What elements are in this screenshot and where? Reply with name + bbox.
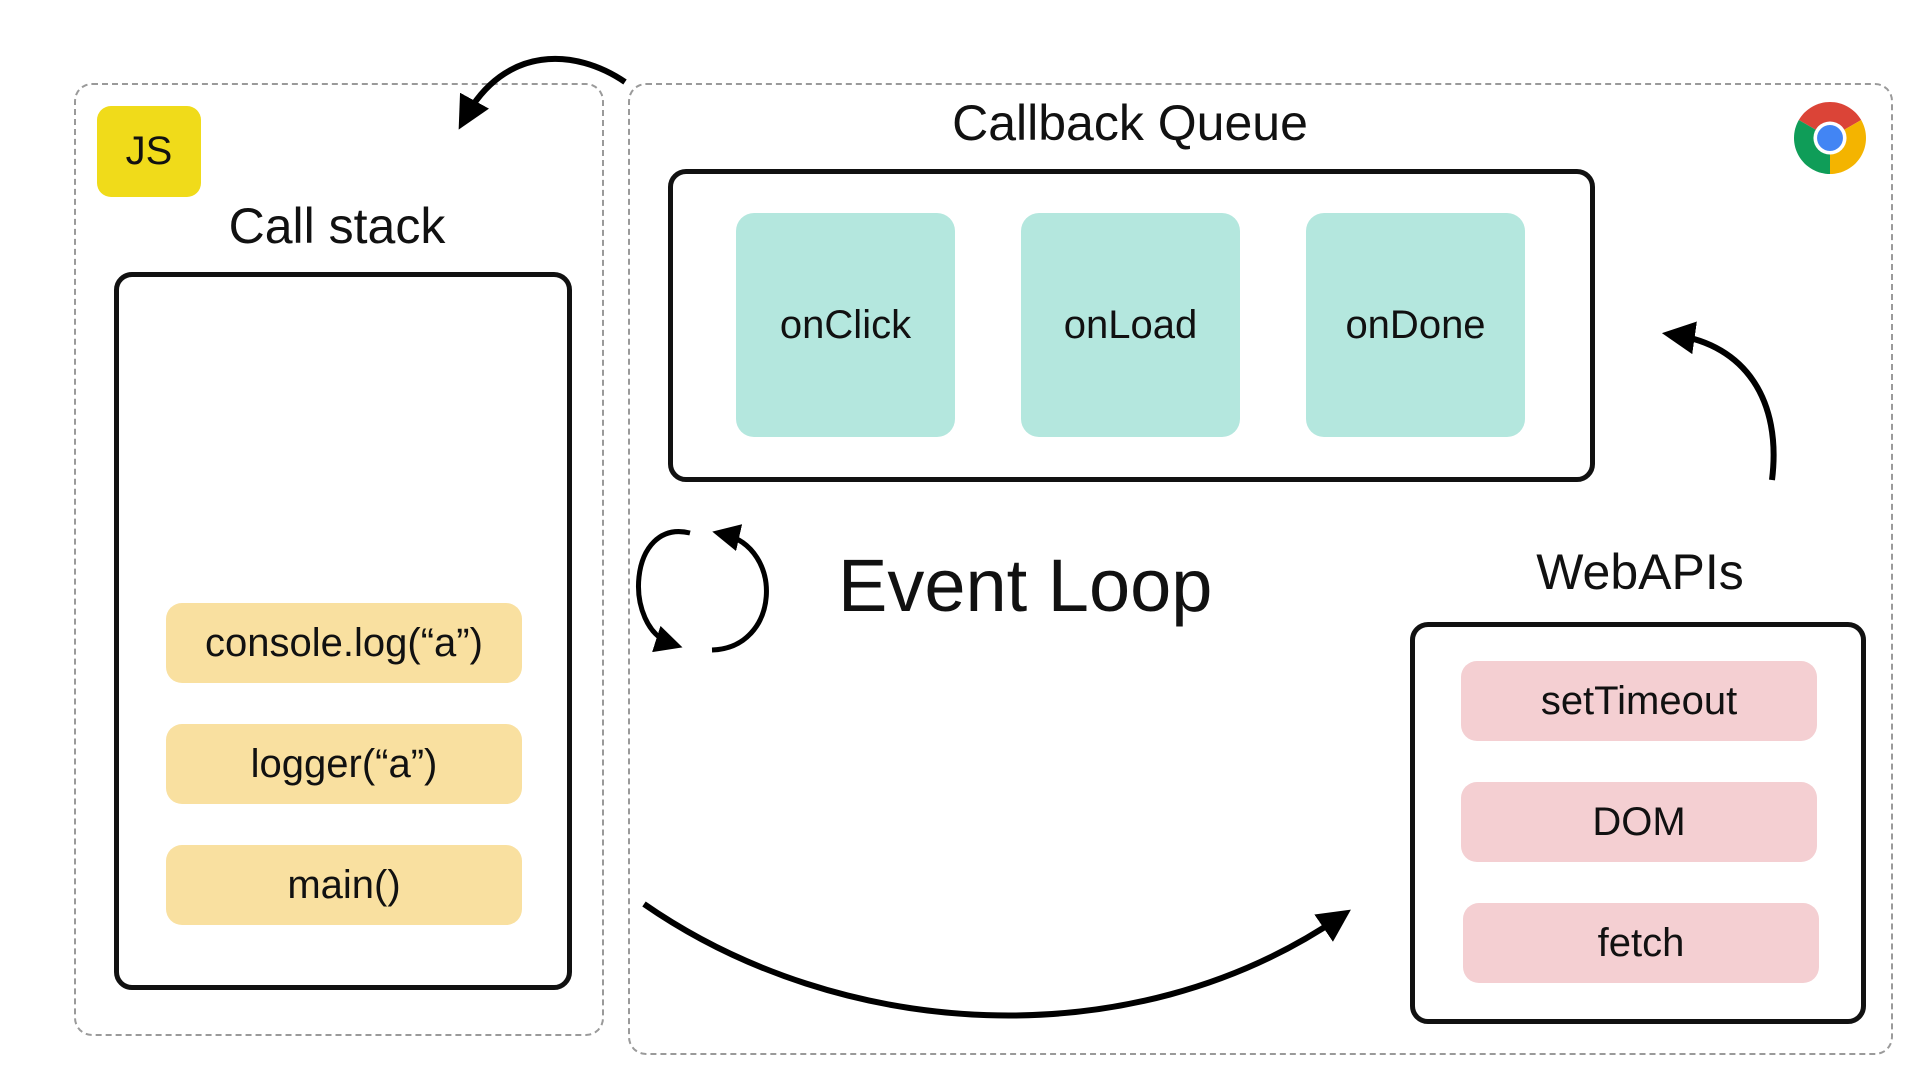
chrome-icon [1794, 102, 1866, 174]
web-api-fetch: fetch [1463, 903, 1819, 983]
queue-item-onload: onLoad [1021, 213, 1240, 437]
web-apis-title: WebAPIs [1536, 544, 1744, 600]
call-stack-title: Call stack [228, 198, 446, 254]
queue-item-onclick: onClick [736, 213, 955, 437]
refresh-cycle-icon [636, 524, 769, 653]
queue-item-ondone: onDone [1306, 213, 1525, 437]
arrow-webapis-to-queue [1661, 321, 1777, 481]
web-api-dom: DOM [1461, 782, 1817, 862]
stack-frame-logger: logger(“a”) [166, 724, 522, 804]
js-logo-badge: JS [97, 106, 201, 197]
event-loop-label: Event Loop [838, 544, 1213, 627]
js-engine-region [74, 83, 604, 1036]
arrow-queue-to-stack [458, 55, 627, 130]
arrow-stack-to-webapis [642, 901, 1351, 1019]
stack-frame-console-log: console.log(“a”) [166, 603, 522, 683]
web-api-settimeout: setTimeout [1461, 661, 1817, 741]
js-logo-label: JS [125, 129, 173, 173]
browser-region [628, 83, 1893, 1055]
stack-frame-main: main() [166, 845, 522, 925]
callback-queue-title: Callback Queue [952, 95, 1308, 151]
